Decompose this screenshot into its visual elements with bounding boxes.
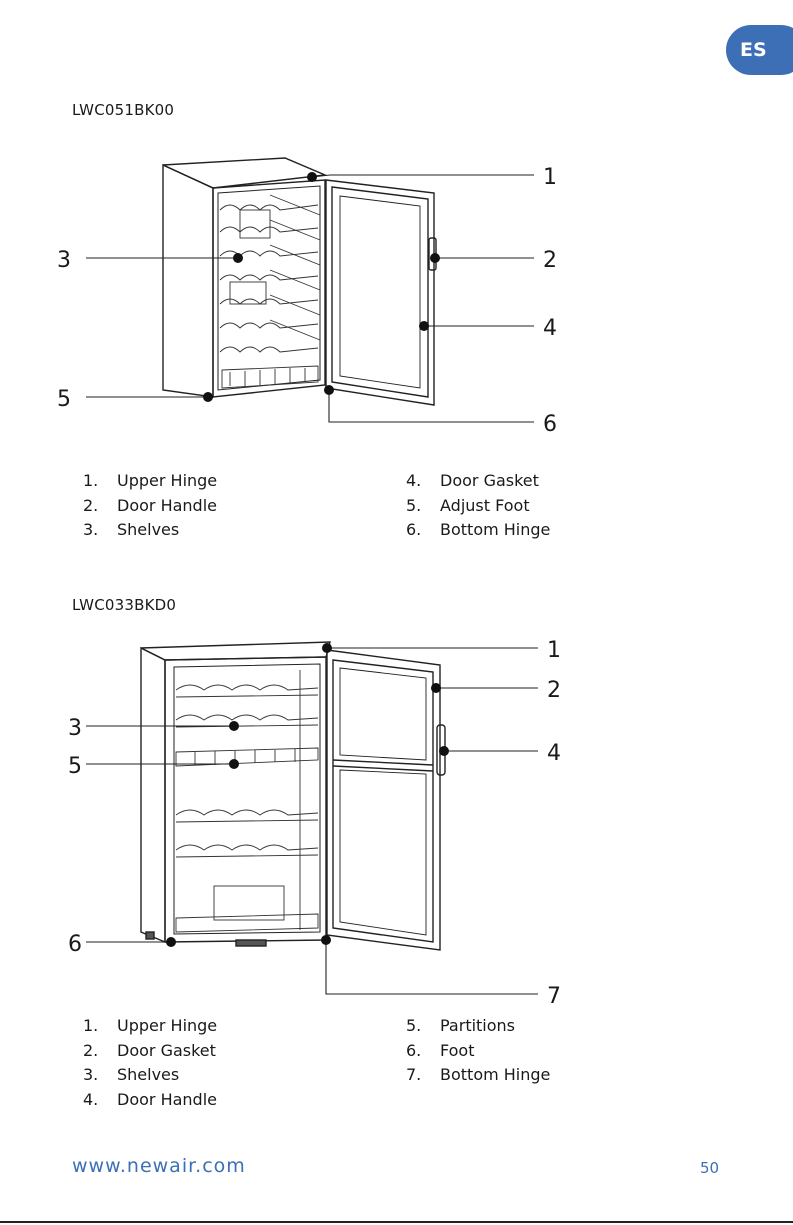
callout-2: 2 <box>543 248 557 273</box>
legend-item: 7.Bottom Hinge <box>406 1063 550 1088</box>
wine-cooler-diagram-2: 1 2 3 4 5 6 7 <box>0 635 793 1005</box>
legend-item: 2.Door Gasket <box>83 1039 217 1064</box>
language-tab: ES <box>726 25 793 75</box>
legend-item: 6.Foot <box>406 1039 550 1064</box>
legend-item: 4.Door Handle <box>83 1088 217 1113</box>
legend-item: 1.Upper Hinge <box>83 1014 217 1039</box>
page-number: 50 <box>700 1159 719 1177</box>
legend-right-2: 5.Partitions 6.Foot 7.Bottom Hinge <box>406 1014 550 1088</box>
legend-item: 2.Door Handle <box>83 494 217 519</box>
leader-lines-2 <box>86 648 538 994</box>
callout-7: 7 <box>547 984 561 1005</box>
wine-cooler-diagram-1: 1 2 3 4 5 6 <box>0 150 793 440</box>
callout-6: 6 <box>68 932 82 957</box>
legend-item: 5.Partitions <box>406 1014 550 1039</box>
legend-left-1: 1.Upper Hinge 2.Door Handle 3.Shelves <box>83 469 217 543</box>
callout-4: 4 <box>547 741 561 766</box>
model-title-1: LWC051BK00 <box>72 101 174 119</box>
callout-dots-1 <box>203 172 440 402</box>
callout-2: 2 <box>547 678 561 703</box>
model-title-2: LWC033BKD0 <box>72 596 176 614</box>
callout-3: 3 <box>57 248 71 273</box>
callout-4: 4 <box>543 316 557 341</box>
bottom-divider <box>0 1221 793 1223</box>
callout-5: 5 <box>68 754 82 779</box>
callout-6: 6 <box>543 412 557 437</box>
callout-1: 1 <box>547 638 561 663</box>
legend-right-1: 4.Door Gasket 5.Adjust Foot 6.Bottom Hin… <box>406 469 550 543</box>
cabinet-outline-2 <box>141 642 445 950</box>
website-link[interactable]: www.newair.com <box>72 1155 246 1177</box>
legend-left-2: 1.Upper Hinge 2.Door Gasket 3.Shelves 4.… <box>83 1014 217 1112</box>
callout-5: 5 <box>57 387 71 412</box>
legend-item: 3.Shelves <box>83 1063 217 1088</box>
legend-item: 4.Door Gasket <box>406 469 550 494</box>
legend-item: 6.Bottom Hinge <box>406 518 550 543</box>
callout-3: 3 <box>68 716 82 741</box>
legend-item: 3.Shelves <box>83 518 217 543</box>
leader-lines-1 <box>86 175 534 422</box>
cabinet-outline-1 <box>163 158 436 405</box>
callout-1: 1 <box>543 165 557 190</box>
legend-item: 5.Adjust Foot <box>406 494 550 519</box>
legend-item: 1.Upper Hinge <box>83 469 217 494</box>
